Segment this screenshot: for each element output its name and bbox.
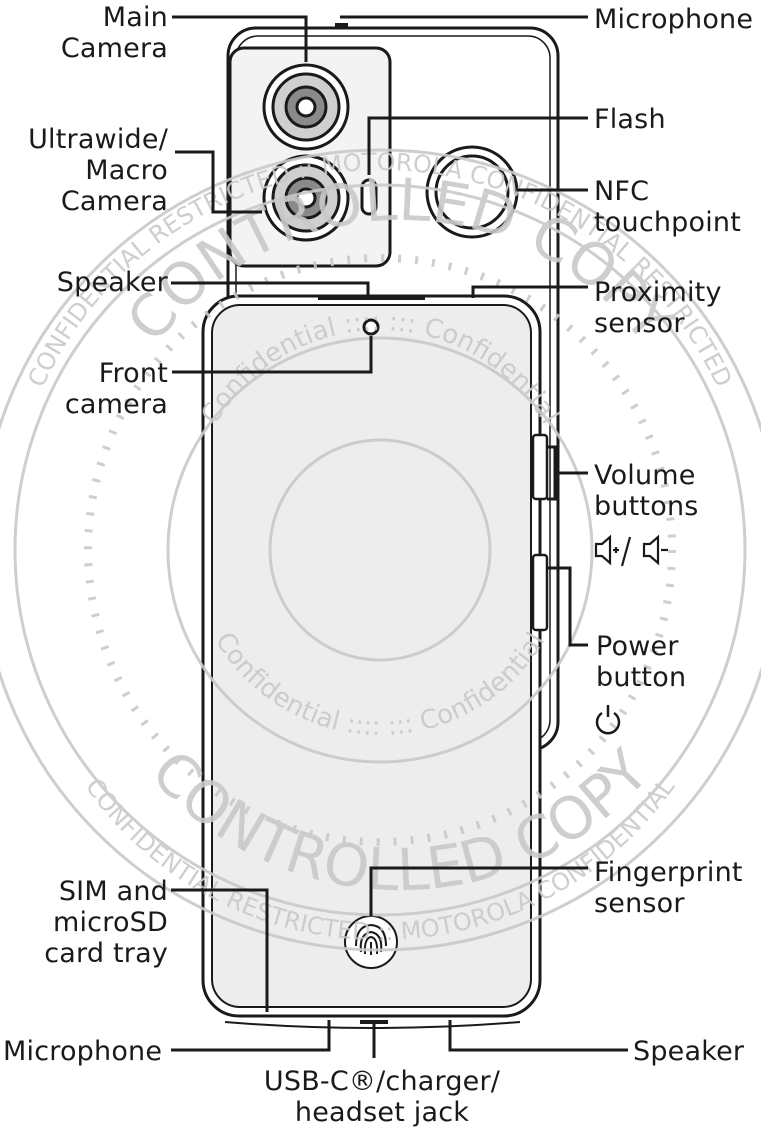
label-sim-tray: SIM and microSD card tray	[44, 876, 168, 969]
leader-main-camera	[172, 15, 308, 62]
volume-rocker	[531, 433, 549, 501]
leader-lines	[171, 15, 628, 1058]
front-phone	[201, 294, 549, 1029]
leader-speaker-bottom	[448, 1020, 628, 1052]
label-microphone-bottom: Microphone	[3, 1036, 163, 1067]
front-camera-dot	[362, 318, 380, 336]
label-proximity: Proximity sensor	[594, 277, 722, 339]
leader-microphone-bottom	[171, 1020, 331, 1052]
power-key	[531, 553, 549, 632]
label-volume: Volume buttons	[594, 460, 699, 522]
flash-led	[360, 178, 378, 216]
leader-ultrawide-camera	[175, 150, 262, 214]
front-phone-screen	[211, 304, 532, 1008]
label-ultrawide-camera: Ultrawide/ Macro Camera	[28, 124, 168, 217]
label-nfc: NFC touchpoint	[594, 176, 742, 238]
label-fingerprint: Fingerprint sensor	[594, 857, 743, 919]
main-camera-lens	[262, 63, 350, 151]
leader-fingerprint	[369, 866, 588, 916]
label-speaker-top: Speaker	[56, 267, 168, 298]
leader-proximity	[471, 285, 588, 298]
label-microphone-top: Microphone	[594, 4, 754, 35]
label-usb: USB-C®/charger/ headset jack	[263, 1066, 501, 1128]
label-front-camera: Front camera	[64, 358, 168, 420]
leader-sim-tray	[171, 888, 269, 1012]
power-icon	[595, 705, 621, 735]
label-power: Power button	[596, 631, 687, 693]
nfc-ring	[425, 145, 519, 239]
leader-speaker-top	[171, 281, 370, 295]
leader-power	[547, 566, 588, 647]
volume-up-down-icon	[594, 534, 668, 567]
label-flash: Flash	[594, 104, 666, 135]
fingerprint-icon	[344, 915, 398, 969]
leader-front-camera	[172, 336, 373, 374]
label-main-camera: Main Camera	[60, 2, 168, 64]
label-speaker-bottom: Speaker	[633, 1036, 745, 1067]
leader-flash	[367, 116, 588, 175]
